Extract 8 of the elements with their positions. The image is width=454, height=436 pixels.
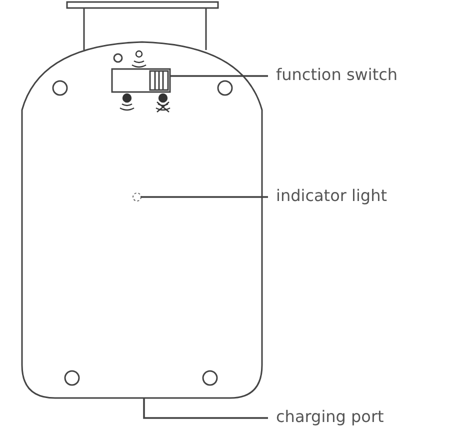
part-label: charging port [276,408,384,426]
part-label: function switch [276,66,398,84]
leader-line [141,196,268,198]
leader-line [170,75,268,77]
slide-switch [111,68,171,93]
leader-line [143,398,268,419]
part-label: indicator light [276,187,387,205]
indicator-light [132,192,142,202]
